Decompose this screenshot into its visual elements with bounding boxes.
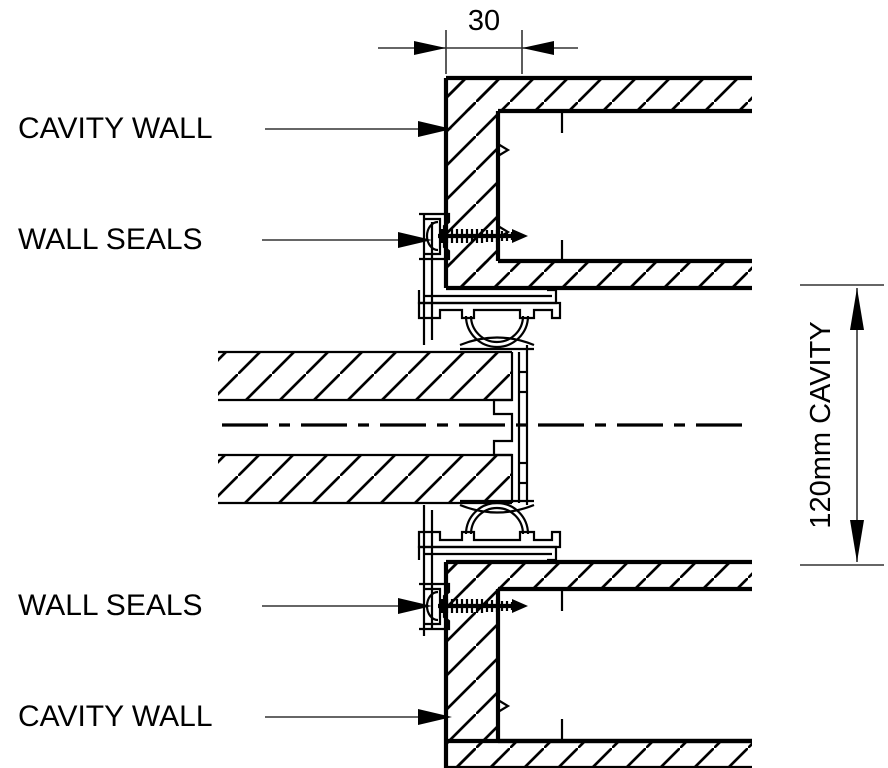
leader-arrow-cavity-wall-bottom-icon [418, 709, 452, 725]
cavity-dim-arrow-bottom-icon [850, 520, 864, 562]
annotation-cavity-wall-top: CAVITY WALL [18, 112, 452, 145]
upper-wall-seal-assembly [419, 212, 528, 261]
annotation-cavity-wall-bottom: CAVITY WALL [18, 700, 452, 733]
upper-leaf-hatch-fill [218, 352, 512, 400]
annotation-label-cavity-wall-bottom: CAVITY WALL [18, 700, 213, 733]
lower-screw-tip-icon [512, 599, 528, 613]
upper-screw-threads-icon [440, 229, 514, 243]
upper-cavity-wall-section [443, 75, 752, 291]
upper-screw-tip-icon [512, 229, 528, 243]
leader-arrow-wall-seals-top-icon [398, 232, 432, 248]
leader-arrow-wall-seals-bottom-icon [398, 598, 432, 614]
leader-arrow-cavity-wall-top-icon [418, 121, 452, 137]
lower-door-leaf-panel [218, 453, 512, 505]
upper-seal-gasket-bulb [425, 220, 439, 252]
wall-tie-notch-upper-icon [497, 143, 511, 157]
annotation-label-wall-seals-top: WALL SEALS [18, 223, 203, 256]
lower-brush-seal-bulb-inner [469, 506, 525, 535]
annotation-wall-seals-top: WALL SEALS [18, 223, 432, 256]
lower-wall-tie-notch-icon [497, 699, 511, 713]
lower-wall-hatch-fill-left [446, 562, 498, 768]
lower-frame-profile [417, 499, 562, 636]
wall-hatch-fill-left [446, 78, 498, 288]
cavity-dim-value-text: 120mm CAVITY [805, 321, 837, 528]
central-interlock-stile [492, 345, 529, 505]
annotation-label-cavity-wall-top: CAVITY WALL [18, 112, 213, 145]
lower-cavity-wall-section [443, 559, 752, 768]
dimension-cavity-depth-120mm: 120mm CAVITY [800, 284, 884, 566]
dim-value-30: 30 [468, 5, 500, 37]
upper-frame-profile [417, 214, 562, 351]
lower-screw-threads-icon [440, 599, 514, 613]
annotation-label-wall-seals-bottom: WALL SEALS [18, 589, 203, 622]
dim-arrow-right-icon [522, 41, 554, 55]
upper-door-leaf-panel [218, 350, 512, 402]
annotation-wall-seals-bottom: WALL SEALS [18, 589, 432, 622]
upper-seal-contact-blade [459, 336, 535, 347]
lower-seal-contact-blade [459, 503, 535, 514]
lower-carrier-rail-profile [417, 530, 562, 549]
upper-brush-seal-bulb-inner [469, 315, 525, 344]
dimension-wall-thickness-30: 30 [378, 5, 578, 74]
lower-leaf-hatch-fill [218, 455, 512, 503]
stile-rebate-profile [492, 352, 514, 503]
cavity-dim-arrow-top-icon [850, 288, 864, 330]
dim-arrow-left-icon [414, 41, 446, 55]
upper-brush-seal-bulb-outer [464, 315, 530, 349]
lower-wall-seal-assembly [419, 582, 528, 631]
upper-carrier-rail-profile [417, 301, 562, 320]
